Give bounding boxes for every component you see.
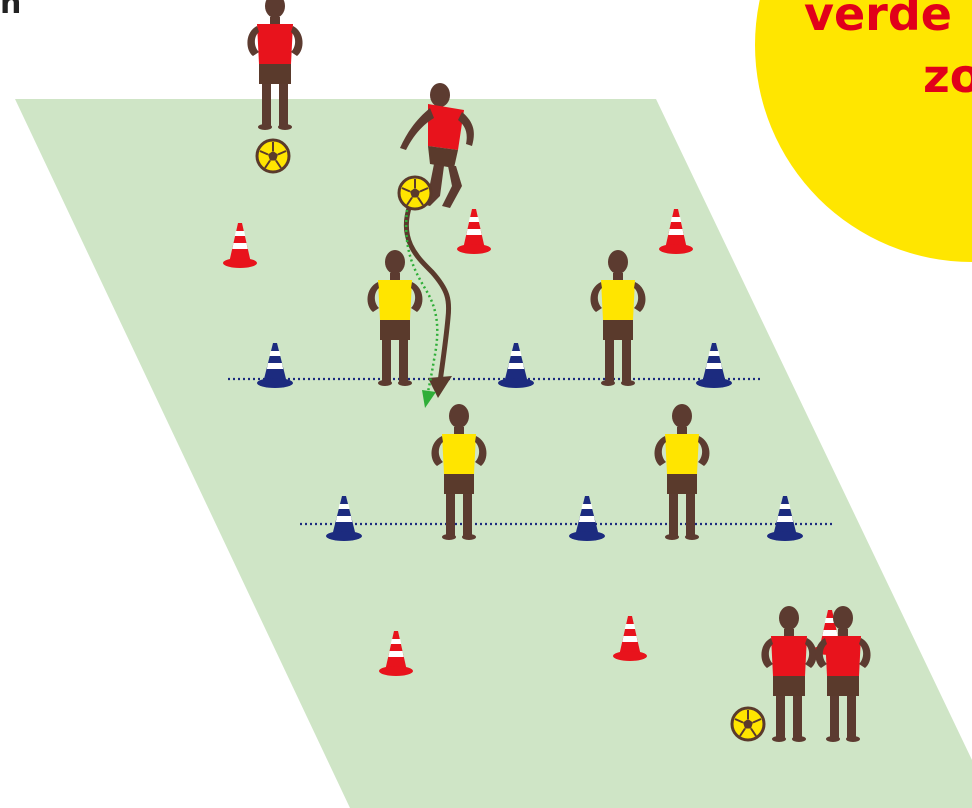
- soccer-ball-icon: [399, 177, 431, 209]
- badge-title-line-2: zo: [923, 48, 972, 104]
- soccer-ball-icon: [732, 708, 764, 740]
- badge-title-line-1: verde: [804, 0, 952, 42]
- corner-label: n: [0, 0, 21, 21]
- soccer-ball-icon: [257, 140, 289, 172]
